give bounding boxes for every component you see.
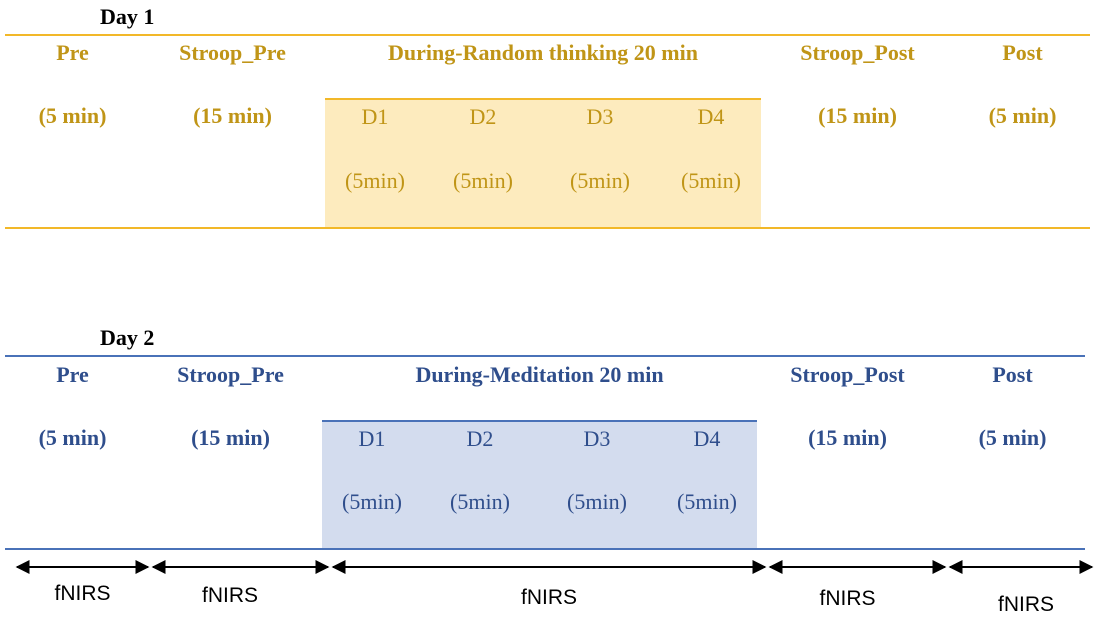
- day1-stroop-pre-duration: (15 min): [193, 103, 272, 128]
- fnirs-label-post: fNIRS: [997, 593, 1054, 616]
- fnirs-label-during: fNIRS: [520, 586, 577, 609]
- day2-post-label: Post: [992, 362, 1033, 387]
- day1-during-label: During-Random thinking 20 min: [388, 40, 698, 65]
- day1-pre-label: Pre: [56, 40, 89, 65]
- day1-stroop-post-duration: (15 min): [818, 103, 897, 128]
- fnirs-label-pre: fNIRS: [54, 582, 111, 605]
- day1-pre-duration: (5 min): [38, 103, 107, 128]
- day1-block-d3-label: D3: [586, 104, 614, 129]
- day2-block-d4-label: D4: [693, 426, 721, 451]
- day1-during-block-rule: [325, 98, 761, 100]
- fnirs-label-stroop-post: fNIRS: [819, 587, 876, 610]
- day2-during-block-area: [322, 421, 757, 549]
- day1-block-d1-label: D1: [361, 104, 389, 129]
- day2-bottom-rule: [5, 548, 1085, 550]
- day1-title: Day 1: [100, 4, 155, 29]
- day2-block-d1-duration: (5min): [342, 489, 402, 514]
- day2-title: Day 2: [100, 325, 155, 350]
- day2-stroop-post-label: Stroop_Post: [790, 362, 905, 387]
- day2-block-d4-duration: (5min): [677, 489, 737, 514]
- day1-block-d3-duration: (5min): [570, 168, 630, 193]
- day2-block-d2-label: D2: [466, 426, 494, 451]
- day2-block-d2-duration: (5min): [450, 489, 510, 514]
- day1-post-duration: (5 min): [988, 103, 1057, 128]
- day1-top-rule: [5, 34, 1090, 36]
- day1-bottom-rule: [5, 227, 1090, 229]
- day2-pre-label: Pre: [56, 362, 89, 387]
- fnirs-arrows: [15, 560, 1094, 574]
- day1-stroop-post-label: Stroop_Post: [800, 40, 915, 65]
- day2-stroop-post-duration: (15 min): [808, 425, 887, 450]
- day2-block-d3-label: D3: [583, 426, 611, 451]
- day1-block-d2-duration: (5min): [453, 168, 513, 193]
- day1-during-block-area: [325, 99, 761, 227]
- day2-during-label: During-Meditation 20 min: [415, 362, 664, 387]
- day1-block-d4-duration: (5min): [681, 168, 741, 193]
- day1-stroop-pre-label: Stroop_Pre: [179, 40, 286, 65]
- day1-block-d1-duration: (5min): [345, 168, 405, 193]
- day2-stroop-pre-label: Stroop_Pre: [177, 362, 284, 387]
- day2-block-d3-duration: (5min): [567, 489, 627, 514]
- fnirs-label-stroop-pre: fNIRS: [201, 584, 258, 607]
- day1-block-d2-label: D2: [469, 104, 497, 129]
- day1-block-d4-label: D4: [697, 104, 725, 129]
- day2-during-block-rule: [322, 420, 757, 422]
- day1-post-label: Post: [1002, 40, 1043, 65]
- day2-stroop-pre-duration: (15 min): [191, 425, 270, 450]
- day2-pre-duration: (5 min): [38, 425, 107, 450]
- day2-top-rule: [5, 355, 1085, 357]
- day2-block-d1-label: D1: [358, 426, 386, 451]
- day2-post-duration: (5 min): [978, 425, 1047, 450]
